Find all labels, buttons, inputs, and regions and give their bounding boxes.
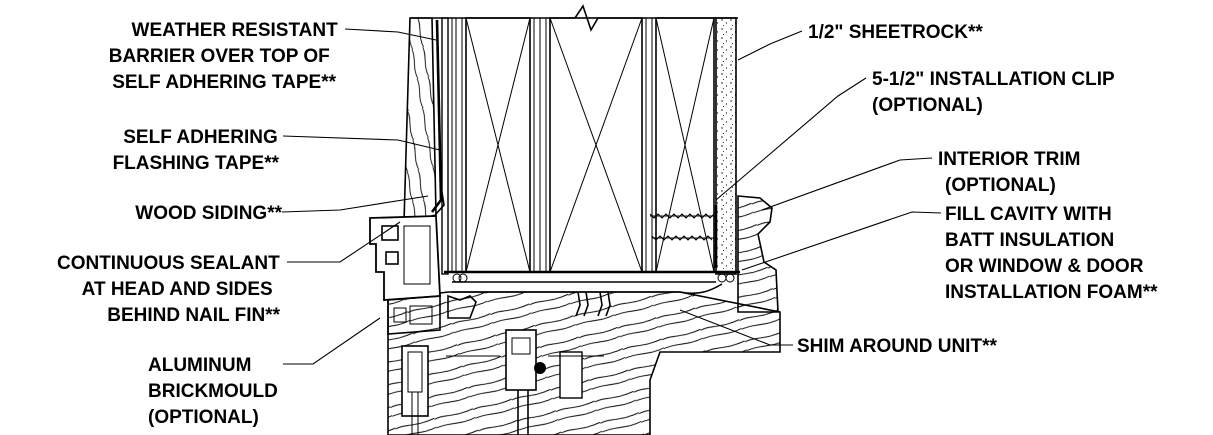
interior-trim xyxy=(737,195,779,313)
window-frame xyxy=(387,291,781,435)
sheetrock xyxy=(715,17,737,275)
header-cavity xyxy=(444,270,740,295)
label-sheetrock: 1/2" SHEETROCK** xyxy=(808,22,983,43)
label-installation-clip: 5-1/2" INSTALLATION CLIP (OPTIONAL) xyxy=(872,69,1120,116)
install-clip-screws xyxy=(649,205,718,268)
label-weather-barrier: WEATHER RESISTANT BARRIER OVER TOP OF SE… xyxy=(109,20,343,93)
wall-assembly xyxy=(403,4,738,275)
labels: WEATHER RESISTANT BARRIER OVER TOP OF SE… xyxy=(57,20,1158,428)
label-shim: SHIM AROUND UNIT** xyxy=(797,336,997,357)
aluminum-brickmould xyxy=(369,215,441,335)
label-interior-trim: INTERIOR TRIM (OPTIONAL) xyxy=(938,149,1086,196)
label-fill-cavity: FILL CAVITY WITH BATT INSULATION OR WIND… xyxy=(945,204,1158,303)
leader-lines xyxy=(281,28,942,365)
label-continuous-sealant: CONTINUOUS SEALANT AT HEAD AND SIDES BEH… xyxy=(57,253,285,326)
label-flashing-tape: SELF ADHERING FLASHING TAPE** xyxy=(113,127,283,174)
weather-barrier-line xyxy=(430,19,443,213)
break-line xyxy=(410,4,738,32)
sheathing-outer xyxy=(441,17,449,275)
wood-siding xyxy=(403,17,437,224)
label-wood-siding: WOOD SIDING** xyxy=(135,203,282,224)
label-aluminum-brickmould: ALUMINUM BRICKMOULD (OPTIONAL) xyxy=(148,355,283,428)
